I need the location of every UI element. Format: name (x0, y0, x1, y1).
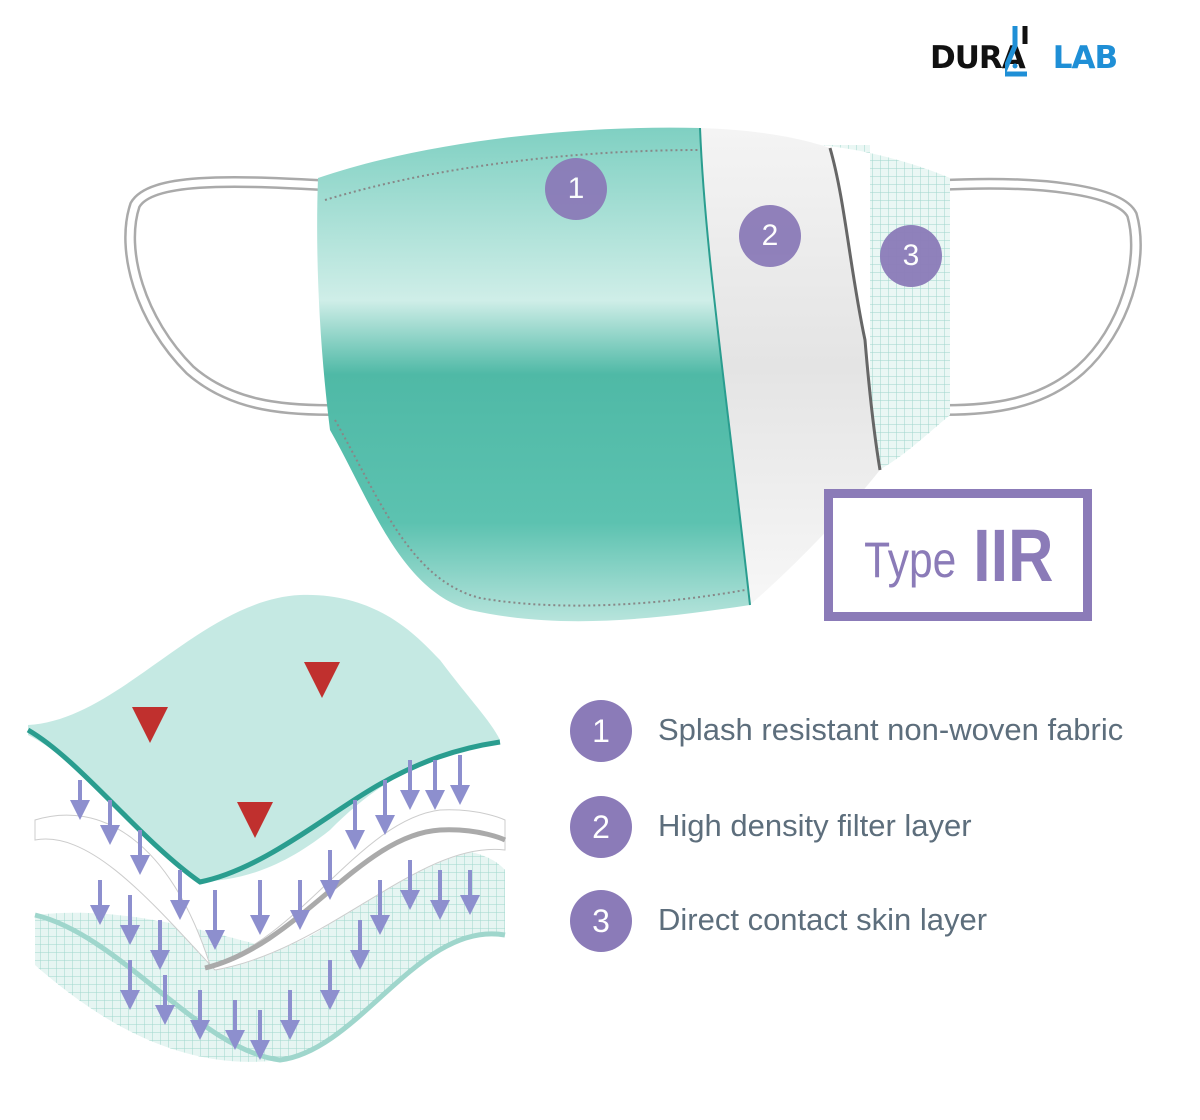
mask-marker-3: 3 (880, 225, 942, 287)
legend-number-2: 2 (570, 796, 632, 858)
legend-number-1: 1 (570, 700, 632, 762)
blue-arrows (70, 755, 480, 1060)
red-arrows (132, 575, 340, 838)
flask-icon (1005, 26, 1028, 77)
mask-marker-1: 1 (545, 158, 607, 220)
legend-label-1: Splash resistant non-woven fabric (658, 712, 1124, 747)
logo-text-lab: LAB (1052, 40, 1118, 76)
legend-number-3: 3 (570, 890, 632, 952)
type-iir-badge: Type IIR (824, 489, 1092, 621)
legend-label-3: Direct contact skin layer (658, 902, 988, 937)
mask-marker-2: 2 (739, 205, 801, 267)
legend-label-2: High density filter layer (658, 808, 972, 843)
badge-grade: IIR (973, 513, 1054, 597)
badge-prefix: Type (863, 532, 956, 588)
